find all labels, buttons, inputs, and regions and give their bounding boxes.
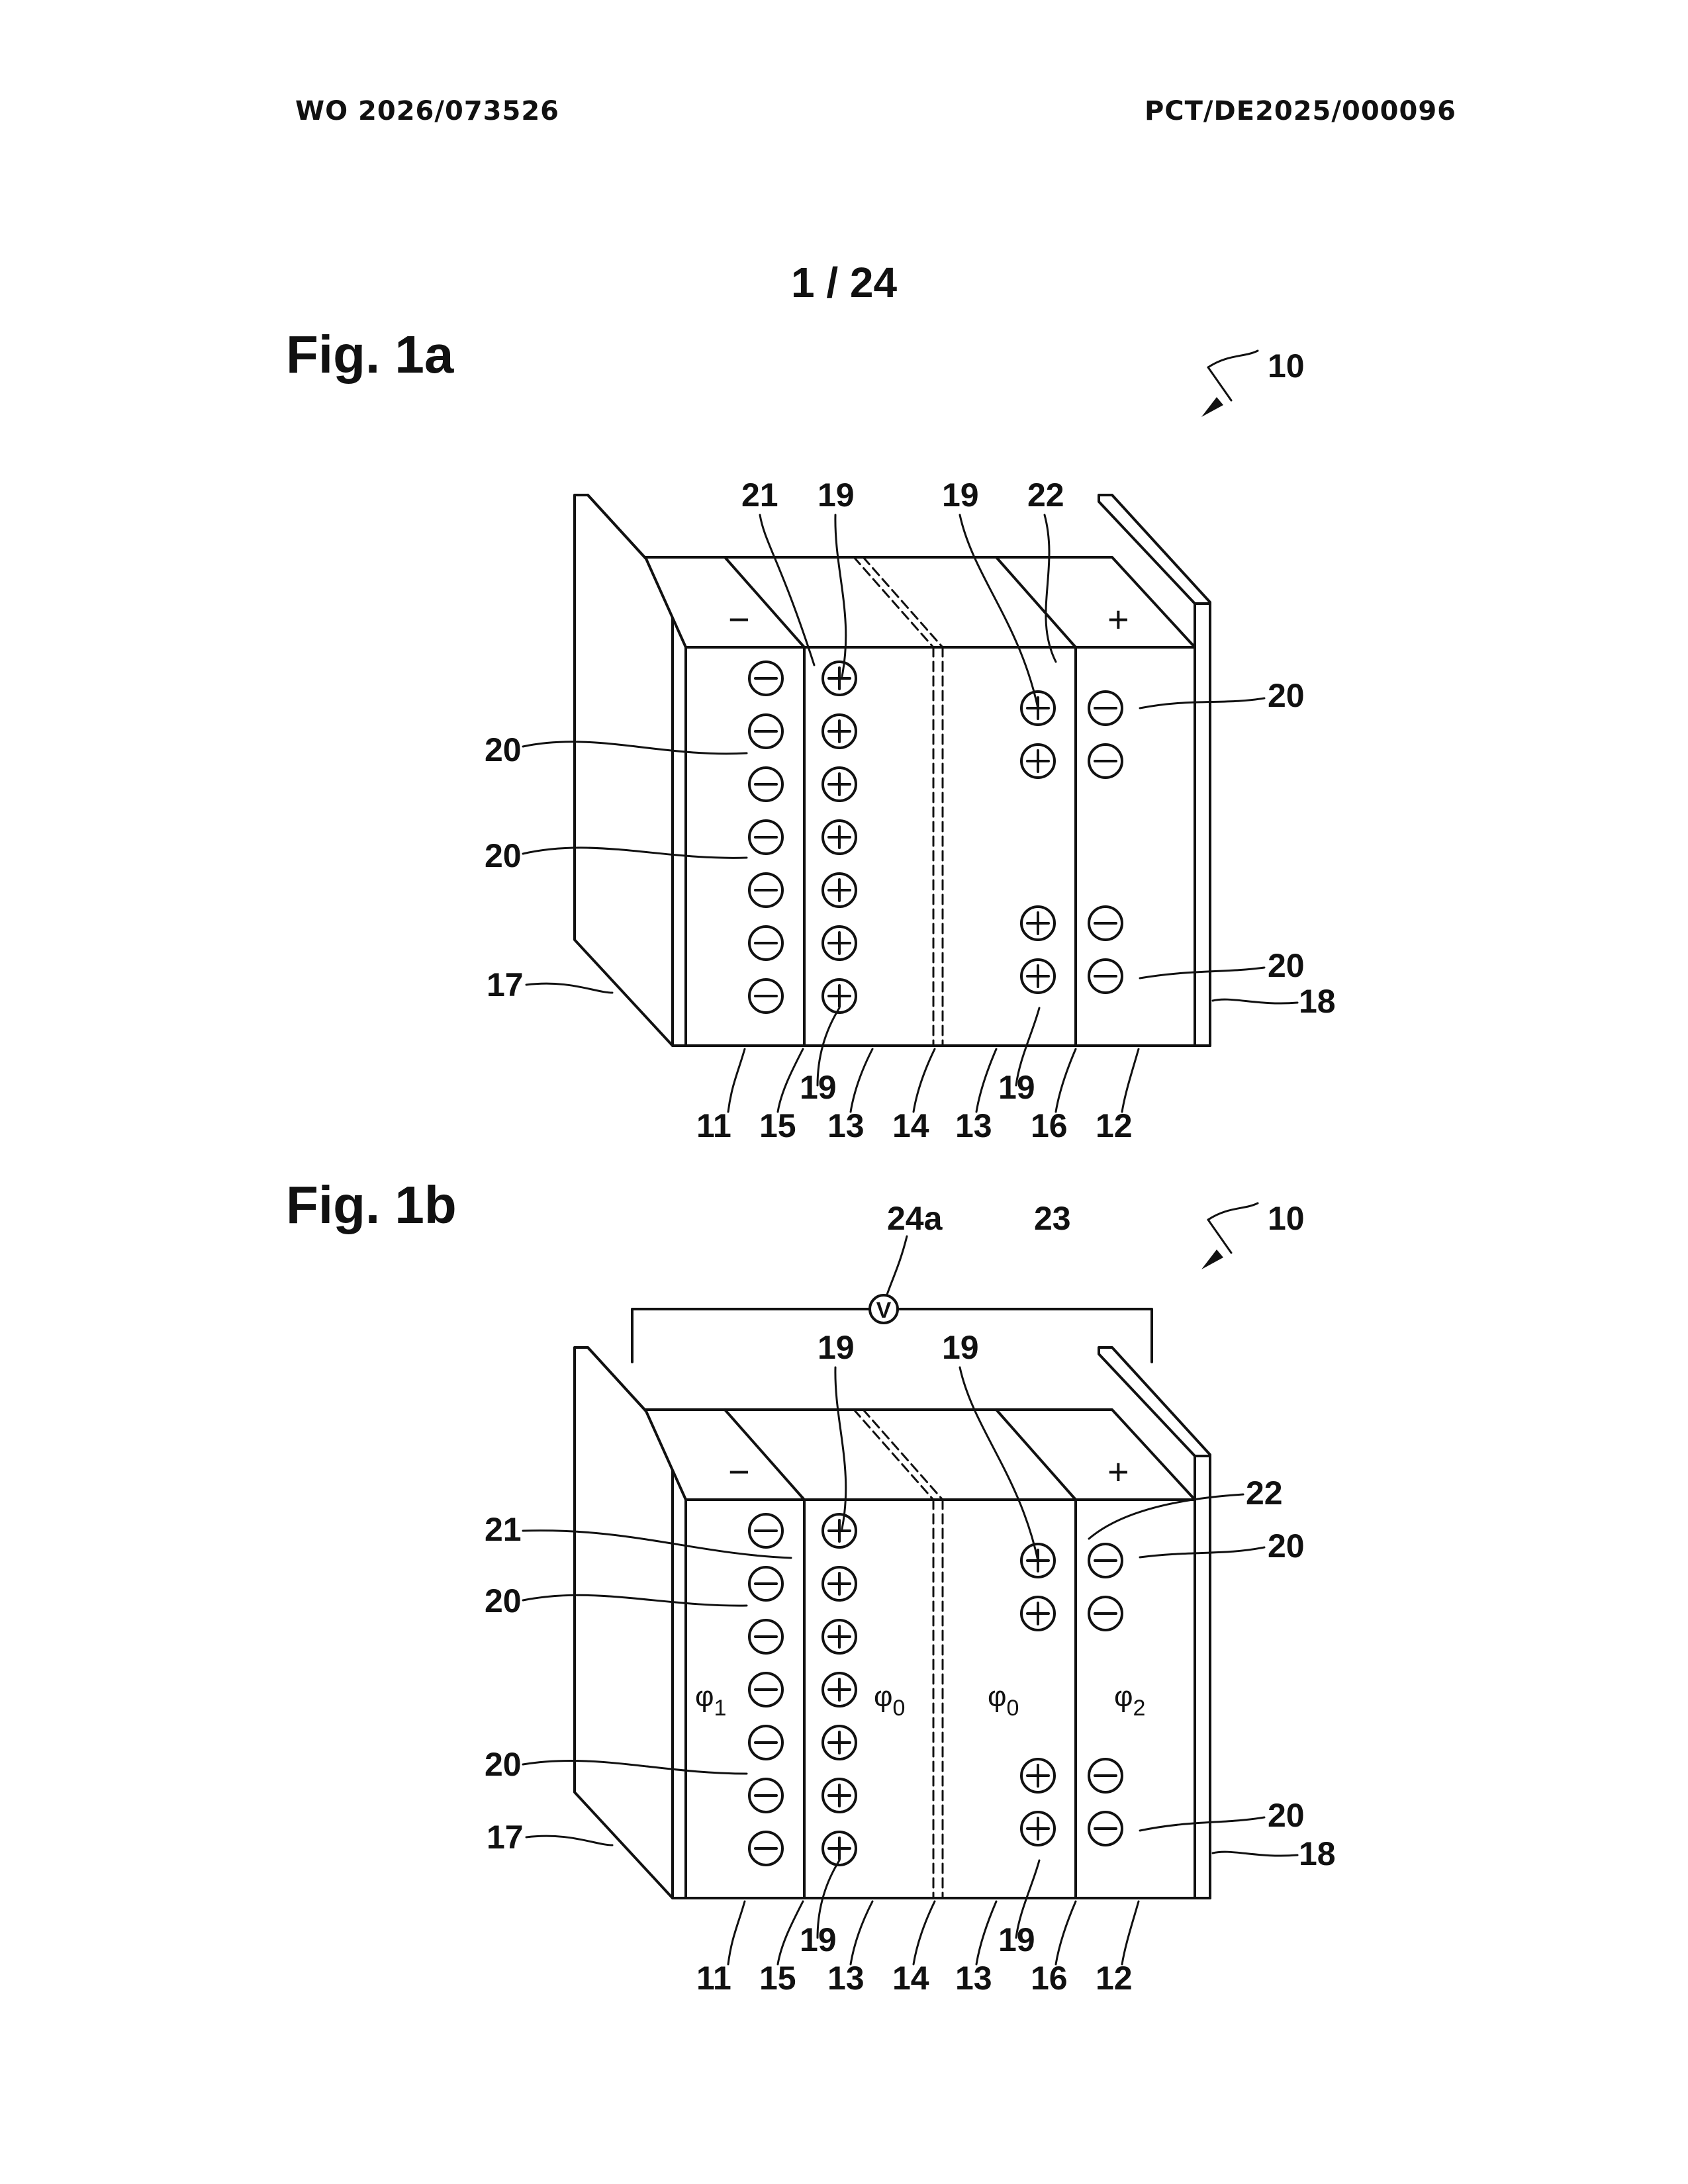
cation-icon <box>1021 745 1055 778</box>
label-electrolyte-left: 13 <box>827 1960 865 1997</box>
anion-icon <box>1089 1812 1122 1845</box>
label-device: 10 <box>1268 347 1305 385</box>
label-electrolyte-right: 13 <box>955 1960 992 1997</box>
cation-icon <box>823 1567 856 1600</box>
anion-icon <box>749 979 782 1013</box>
label-cation-bottom-left: 19 <box>800 1069 837 1106</box>
label-cation-top-left: 19 <box>818 1329 855 1366</box>
voltmeter-symbol: V <box>876 1298 892 1323</box>
anion-icon <box>749 1726 782 1759</box>
label-circuit: 23 <box>1034 1200 1071 1237</box>
anion-icon <box>749 768 782 801</box>
cation-icon <box>823 715 856 748</box>
label-positive-collector: 18 <box>1299 1835 1336 1872</box>
anion-icon <box>749 1514 782 1547</box>
cation-icon <box>823 1620 856 1653</box>
label-negative-layer: 21 <box>741 477 778 514</box>
anion-icon <box>1089 692 1122 725</box>
label-negative-interface: 15 <box>759 1107 796 1144</box>
anion-icon <box>749 1832 782 1865</box>
label-separator: 14 <box>892 1960 929 1997</box>
label-voltmeter: 24a <box>887 1200 943 1237</box>
label-negative-interface: 15 <box>759 1960 796 1997</box>
label-positive-collector: 18 <box>1299 983 1336 1020</box>
positive-terminal-sign: + <box>1107 598 1129 640</box>
cation-icon <box>823 821 856 854</box>
positive-terminal-sign: + <box>1107 1451 1129 1492</box>
anion-icon <box>1089 1544 1122 1577</box>
anion-icon <box>749 1620 782 1653</box>
label-cation-bottom-right: 19 <box>998 1069 1035 1106</box>
label-separator: 14 <box>892 1107 929 1144</box>
label-anion-4: 20 <box>1268 947 1305 984</box>
label-positive-layer: 22 <box>1246 1475 1283 1512</box>
label-positive-interface: 16 <box>1031 1960 1068 1997</box>
cation-icon <box>823 927 856 960</box>
cation-icon <box>823 1514 856 1547</box>
cation-icon <box>1021 1759 1055 1792</box>
cation-icon <box>1021 1597 1055 1630</box>
negative-terminal-sign: − <box>728 1451 750 1492</box>
anion-icon <box>749 1673 782 1706</box>
label-negative-layer: 21 <box>485 1511 522 1548</box>
anion-icon <box>749 821 782 854</box>
anion-icon <box>749 874 782 907</box>
label-cation-bottom-right: 19 <box>998 1921 1035 1958</box>
figure-1b: V − + <box>485 1200 1336 1997</box>
label-anion-3: 20 <box>1268 1527 1305 1565</box>
cation-icon <box>823 1673 856 1706</box>
label-anion-2: 20 <box>485 837 522 874</box>
label-anion-2: 20 <box>485 1746 522 1783</box>
label-cation-top-right: 19 <box>942 1329 979 1366</box>
label-negative-collector: 17 <box>487 1819 524 1856</box>
label-negative-collector: 17 <box>487 966 524 1003</box>
anion-icon <box>1089 745 1122 778</box>
cation-icon <box>1021 960 1055 993</box>
anion-icon <box>749 927 782 960</box>
label-cation-top-right: 19 <box>942 477 979 514</box>
cation-icon <box>1021 907 1055 940</box>
cation-icon <box>823 768 856 801</box>
label-positive-interface: 16 <box>1031 1107 1068 1144</box>
label-electrolyte-right: 13 <box>955 1107 992 1144</box>
cation-icon <box>823 662 856 695</box>
anion-icon <box>749 1567 782 1600</box>
label-negative-electrode: 11 <box>696 1960 731 1997</box>
anion-icon <box>1089 1597 1122 1630</box>
label-cation-top-left: 19 <box>818 477 855 514</box>
anion-icon <box>1089 960 1122 993</box>
label-device: 10 <box>1268 1200 1305 1237</box>
label-cation-bottom-left: 19 <box>800 1921 837 1958</box>
negative-terminal-sign: − <box>728 598 750 640</box>
label-anion-4: 20 <box>1268 1797 1305 1834</box>
cation-icon <box>823 1779 856 1812</box>
label-anion-3: 20 <box>1268 677 1305 714</box>
label-positive-electrode: 12 <box>1096 1107 1133 1144</box>
label-positive-layer: 22 <box>1027 477 1064 514</box>
anion-icon <box>749 1779 782 1812</box>
label-positive-electrode: 12 <box>1096 1960 1133 1997</box>
label-negative-electrode: 11 <box>696 1107 731 1144</box>
label-electrolyte-left: 13 <box>827 1107 865 1144</box>
anion-icon <box>1089 1759 1122 1792</box>
figure-1a: − + <box>485 347 1336 1144</box>
anion-icon <box>749 715 782 748</box>
cation-icon <box>823 1726 856 1759</box>
anion-icon <box>749 662 782 695</box>
external-circuit: V <box>632 1295 1152 1362</box>
cation-icon <box>823 874 856 907</box>
anion-icon <box>1089 907 1122 940</box>
cation-icon <box>1021 1812 1055 1845</box>
label-anion-1: 20 <box>485 731 522 768</box>
label-anion-1: 20 <box>485 1582 522 1619</box>
